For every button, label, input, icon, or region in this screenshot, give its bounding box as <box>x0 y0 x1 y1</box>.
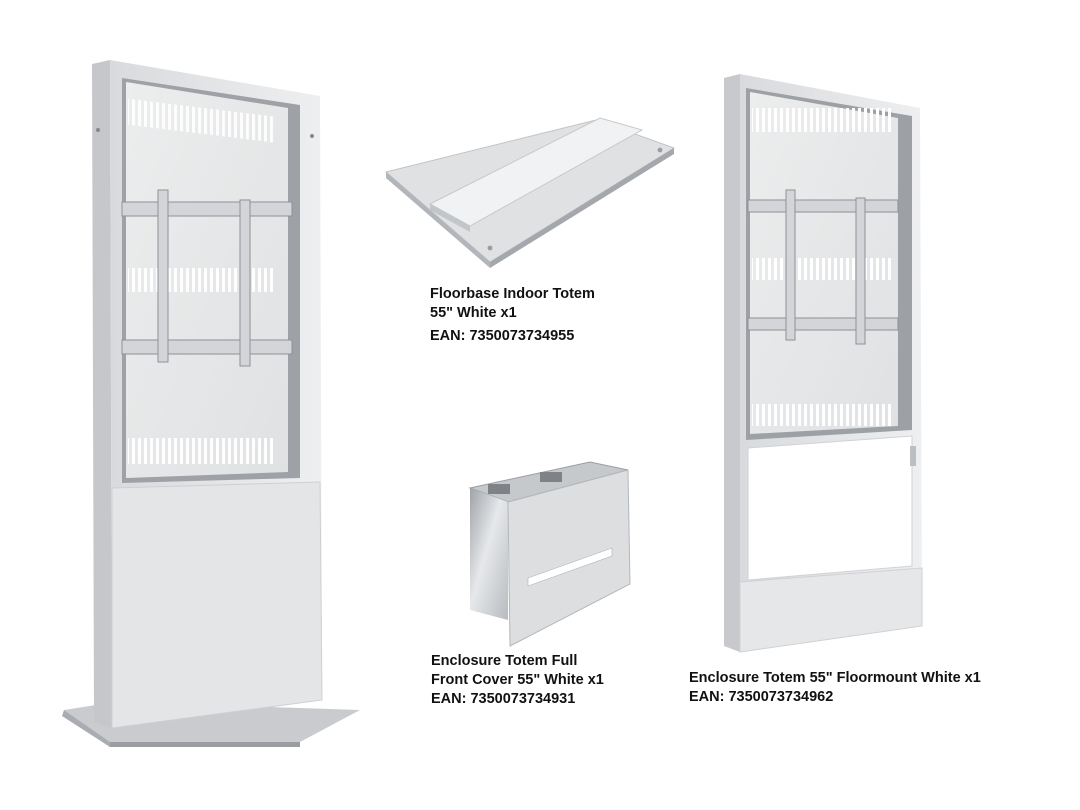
floorbase-ean: EAN: 7350073734955 <box>430 328 575 344</box>
front-cover-ean: EAN: 7350073734931 <box>431 691 576 707</box>
floorbase-illustration <box>384 117 676 268</box>
caption-enclosure: Enclosure Totem 55" Floormount White x1 … <box>689 669 981 707</box>
enclosure-ean: EAN: 7350073734962 <box>689 689 834 705</box>
floorbase-name-line2: 55" White x1 <box>430 305 517 321</box>
caption-floorbase: Floorbase Indoor Totem 55" White x1 EAN:… <box>430 285 595 346</box>
front-cover-name-line2: Front Cover 55" White x1 <box>431 672 604 688</box>
front-cover-illustration <box>468 461 631 647</box>
caption-front-cover: Enclosure Totem Full Front Cover 55" Whi… <box>431 652 604 709</box>
front-cover-name-line1: Enclosure Totem Full <box>431 653 578 669</box>
enclosure-name-line1: Enclosure Totem 55" Floormount White x1 <box>689 670 981 686</box>
floorbase-name-line1: Floorbase Indoor Totem <box>430 286 595 302</box>
totem-floormount-illustration <box>724 74 923 653</box>
totem-with-cover-illustration <box>62 60 360 747</box>
